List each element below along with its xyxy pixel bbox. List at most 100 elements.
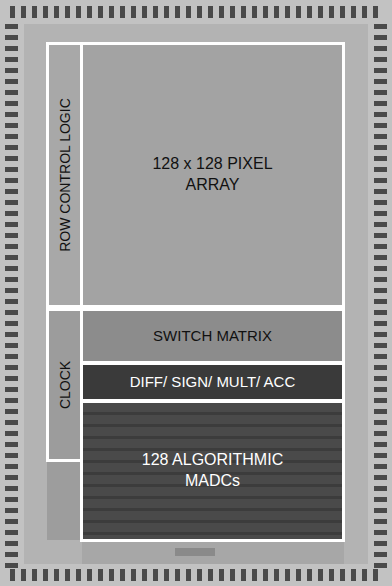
bond-pad (374, 541, 387, 546)
bond-pad (5, 167, 18, 172)
bond-pad (374, 35, 387, 40)
bond-pad (374, 266, 387, 271)
bond-pad (5, 486, 18, 491)
bond-pad (274, 6, 279, 18)
bond-pad (374, 321, 387, 326)
clock-block: CLOCK (46, 308, 83, 462)
bond-pad (296, 569, 301, 581)
block-label: ROW CONTROL LOGIC (55, 98, 73, 252)
bond-pad (5, 101, 18, 106)
bond-pad (351, 569, 356, 581)
bond-pad (131, 6, 136, 18)
bond-pad (374, 79, 387, 84)
die-mark (175, 548, 215, 556)
bond-pad (5, 343, 18, 348)
bond-pad (5, 123, 18, 128)
bond-pad (374, 464, 387, 469)
bond-pad (5, 420, 18, 425)
bond-pad (164, 6, 169, 18)
bond-pad (5, 442, 18, 447)
bond-pad (21, 6, 26, 18)
bond-pad (5, 222, 18, 227)
block-label: 128 ALGORITHMIC MADCs (125, 450, 300, 492)
bond-pad (285, 6, 290, 18)
bond-pad (374, 24, 387, 29)
bond-pad (175, 569, 180, 581)
bond-pad (5, 35, 18, 40)
bond-pad (219, 6, 224, 18)
bond-pad (5, 178, 18, 183)
bond-pad (164, 569, 169, 581)
bond-pad (374, 299, 387, 304)
bond-pad (5, 431, 18, 436)
bond-pad (5, 508, 18, 513)
bond-pad (175, 6, 180, 18)
bond-pad (374, 475, 387, 480)
bond-pad (5, 387, 18, 392)
bond-pad (374, 244, 387, 249)
switch-matrix-block: SWITCH MATRIX (80, 308, 345, 364)
bond-pad (54, 6, 59, 18)
bond-pad (374, 552, 387, 557)
bond-pad (318, 569, 323, 581)
bond-pad (5, 409, 18, 414)
bond-pad (374, 156, 387, 161)
bond-pad (374, 255, 387, 260)
bond-pad (120, 569, 125, 581)
bond-pad (5, 497, 18, 502)
bond-pad (153, 569, 158, 581)
bond-pad (374, 112, 387, 117)
bond-pad (374, 519, 387, 524)
bond-pad (197, 6, 202, 18)
bond-pad (362, 569, 367, 581)
bond-pad (263, 6, 268, 18)
bond-pad (362, 6, 367, 18)
bond-pad (374, 178, 387, 183)
bond-pad (374, 332, 387, 337)
adc-block: 128 ALGORITHMIC MADCs (80, 400, 345, 542)
bond-pad (5, 46, 18, 51)
bond-pad (5, 376, 18, 381)
bond-pad (374, 497, 387, 502)
bond-pad (5, 79, 18, 84)
die-core (24, 24, 368, 564)
pad-ring (5, 6, 387, 581)
bond-pad (5, 365, 18, 370)
bond-pad (5, 530, 18, 535)
spare-area (47, 460, 82, 540)
bond-pad (54, 569, 59, 581)
bond-pad (374, 508, 387, 513)
bond-pad (5, 277, 18, 282)
bond-pad (374, 431, 387, 436)
bond-pad (374, 486, 387, 491)
bond-pad (5, 398, 18, 403)
bond-pad (5, 255, 18, 260)
bond-pad (109, 6, 114, 18)
bond-pad (374, 409, 387, 414)
bond-pad (329, 6, 334, 18)
bond-pad (318, 6, 323, 18)
bond-pad (142, 569, 147, 581)
bond-pad (208, 6, 213, 18)
bond-pad (230, 6, 235, 18)
bond-pad (374, 46, 387, 51)
bond-pad (374, 68, 387, 73)
bond-pad (374, 530, 387, 535)
bond-pad (5, 519, 18, 524)
bond-pad (241, 569, 246, 581)
bond-pad (5, 299, 18, 304)
bond-pad (76, 6, 81, 18)
bond-pad (5, 266, 18, 271)
bond-pad (296, 6, 301, 18)
bond-pad (374, 57, 387, 62)
bond-pad (43, 569, 48, 581)
bond-pad (5, 321, 18, 326)
bond-pad (186, 6, 191, 18)
bond-pad (374, 167, 387, 172)
bond-pad (32, 6, 37, 18)
bond-pad (98, 6, 103, 18)
bond-pad (307, 6, 312, 18)
bond-pad (340, 569, 345, 581)
compute-block: DIFF/ SIGN/ MULT/ ACC (80, 362, 345, 402)
